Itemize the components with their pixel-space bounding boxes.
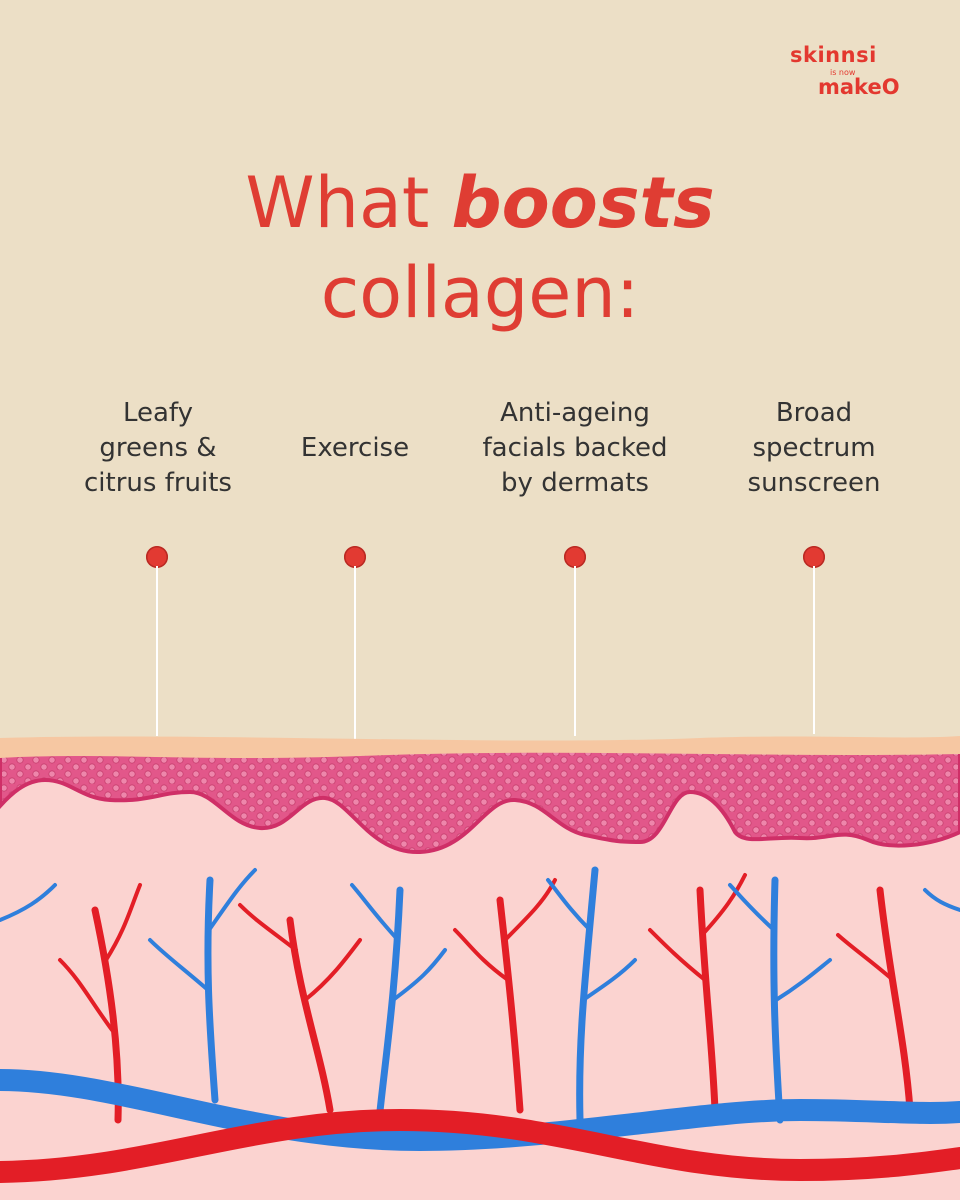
main-artery [0,1108,960,1183]
pin-stem [574,566,576,736]
page-title: What boosts collagen: [0,158,960,338]
veins [0,866,960,1134]
title-emphasis: boosts [451,162,715,244]
brand-name: skinnsi [790,43,877,67]
skin-layers-illustration [0,736,960,1200]
pin-dot [564,546,586,568]
pin-dot [146,546,168,568]
title-part1: What [245,162,452,244]
item-label-sunscreen: Broad spectrum sunscreen [747,398,881,498]
skin-surface [0,736,960,758]
pin-stem [813,566,815,734]
arteries [58,873,914,1124]
title-part2: collagen: [320,252,640,334]
pin-stem [156,566,158,736]
item-label-exercise: Exercise [300,433,410,463]
pin-dot [803,546,825,568]
brand-tagline: is now [830,68,856,77]
brand-new-name: makeO [818,75,900,99]
item-label-facials: Anti-ageing facials backed by dermats [482,398,668,498]
pin-stem [354,566,356,741]
item-label-leafy-greens: Leafy greens & citrus fruits [84,398,232,498]
epidermis-cell-layer [0,745,960,855]
pin-dot [344,546,366,568]
